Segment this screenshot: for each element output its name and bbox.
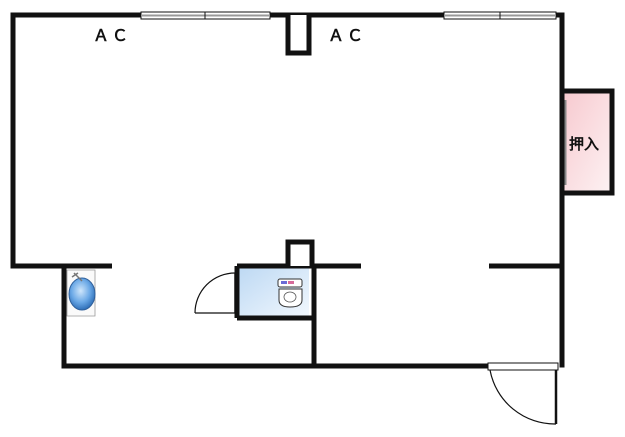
window-right <box>443 11 557 20</box>
toilet-icon <box>277 278 303 308</box>
entrance-door[interactable] <box>487 362 559 425</box>
closet-fill <box>562 91 612 193</box>
interior-walls <box>13 263 562 366</box>
closet-wall <box>562 88 615 196</box>
ac-label-right: ＡＣ <box>328 26 367 45</box>
top-pillar <box>285 15 312 56</box>
window-left <box>140 11 271 20</box>
toilet-door[interactable] <box>194 272 236 314</box>
sink-icon <box>66 269 96 317</box>
closet-label: 押入 <box>569 135 600 153</box>
toilet-pillar <box>285 239 315 266</box>
closet <box>562 88 615 196</box>
outer-walls <box>10 12 565 369</box>
ac-label-left: ＡＣ <box>93 26 132 45</box>
